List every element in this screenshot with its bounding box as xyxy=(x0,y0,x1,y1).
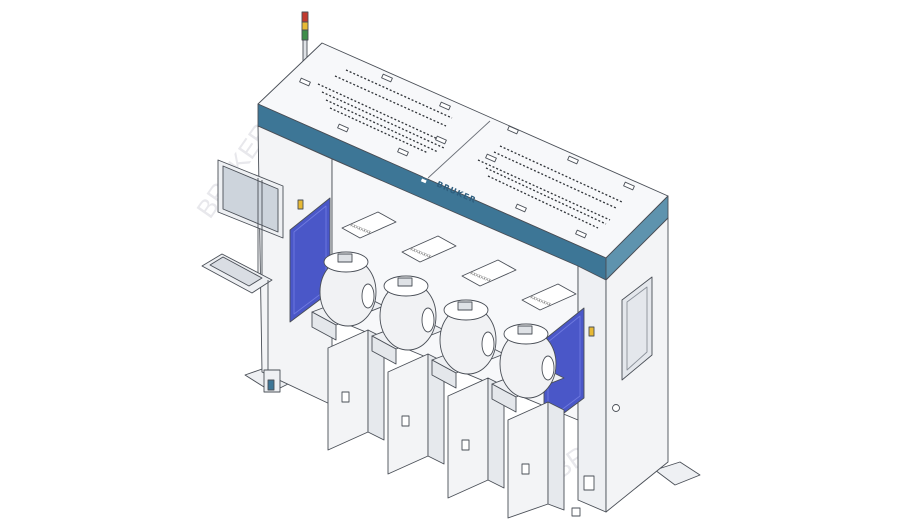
roof-handles xyxy=(299,73,635,239)
indicator-light-left xyxy=(297,199,304,210)
roof-vents-right xyxy=(477,145,623,229)
logo-icon xyxy=(420,173,429,184)
base-foot-right xyxy=(654,461,701,486)
keyboard-keys[interactable] xyxy=(209,256,263,287)
side-window-inner xyxy=(626,286,648,371)
base-post-marker xyxy=(267,379,275,391)
base-marker-2 xyxy=(571,507,581,517)
load-port-1[interactable]: XXXXXXXX xyxy=(311,211,397,451)
indicator-light-right xyxy=(588,326,595,337)
load-port-2[interactable]: XXXXXXXX xyxy=(371,235,457,475)
control-monitor xyxy=(217,159,284,282)
base-marker xyxy=(583,475,595,491)
monitor-screen xyxy=(222,165,279,233)
door-right[interactable] xyxy=(543,307,585,429)
side-handle[interactable] xyxy=(612,404,620,412)
roof-vents-left xyxy=(317,69,453,154)
load-port-3[interactable]: XXXXXXXX xyxy=(431,259,517,499)
load-port-4[interactable]: XXXXXXXX xyxy=(491,283,577,519)
